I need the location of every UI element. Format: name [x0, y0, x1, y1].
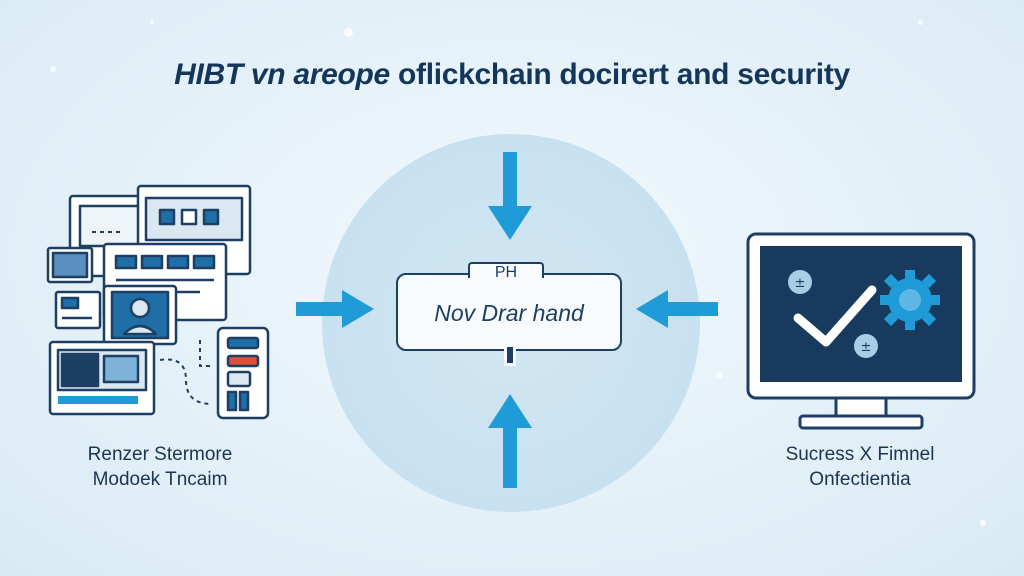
right-caption-line1: Sucress X Fimnel	[785, 444, 935, 465]
arrow-left-icon	[636, 290, 718, 328]
dashed-flow-lines	[92, 231, 214, 405]
gear-icon	[880, 270, 940, 330]
left-caption-line1: Renzer Stermore	[87, 444, 233, 465]
svg-text:±: ±	[861, 340, 872, 355]
center-box-slot	[504, 344, 516, 366]
arrow-down-icon	[488, 152, 532, 240]
svg-text:±: ±	[795, 276, 806, 291]
right-caption-line2: Onfectientia	[809, 469, 911, 490]
right-caption: Sucress X Fimnel Onfectientia	[740, 442, 980, 492]
arrow-right-icon	[296, 290, 374, 328]
center-box-label: Nov Drar hand	[434, 300, 584, 326]
arrow-up-icon	[488, 394, 532, 488]
center-box-tab: PH	[468, 262, 544, 281]
checkmark-icon	[793, 285, 877, 347]
left-caption-line2: Modoek Tncaim	[92, 469, 228, 490]
title-bold-part: HIBT vn areope	[174, 58, 390, 91]
left-caption: Renzer Stermore Modoek Tncaim	[40, 442, 280, 492]
title-rest-part: oflickchain docirert and security	[389, 58, 850, 91]
documents-collage-icon	[46, 184, 270, 420]
monitor-check-icon: ± ±	[746, 232, 976, 430]
page-title: HIBT vn areope oflickchain docirert and …	[0, 58, 1024, 92]
